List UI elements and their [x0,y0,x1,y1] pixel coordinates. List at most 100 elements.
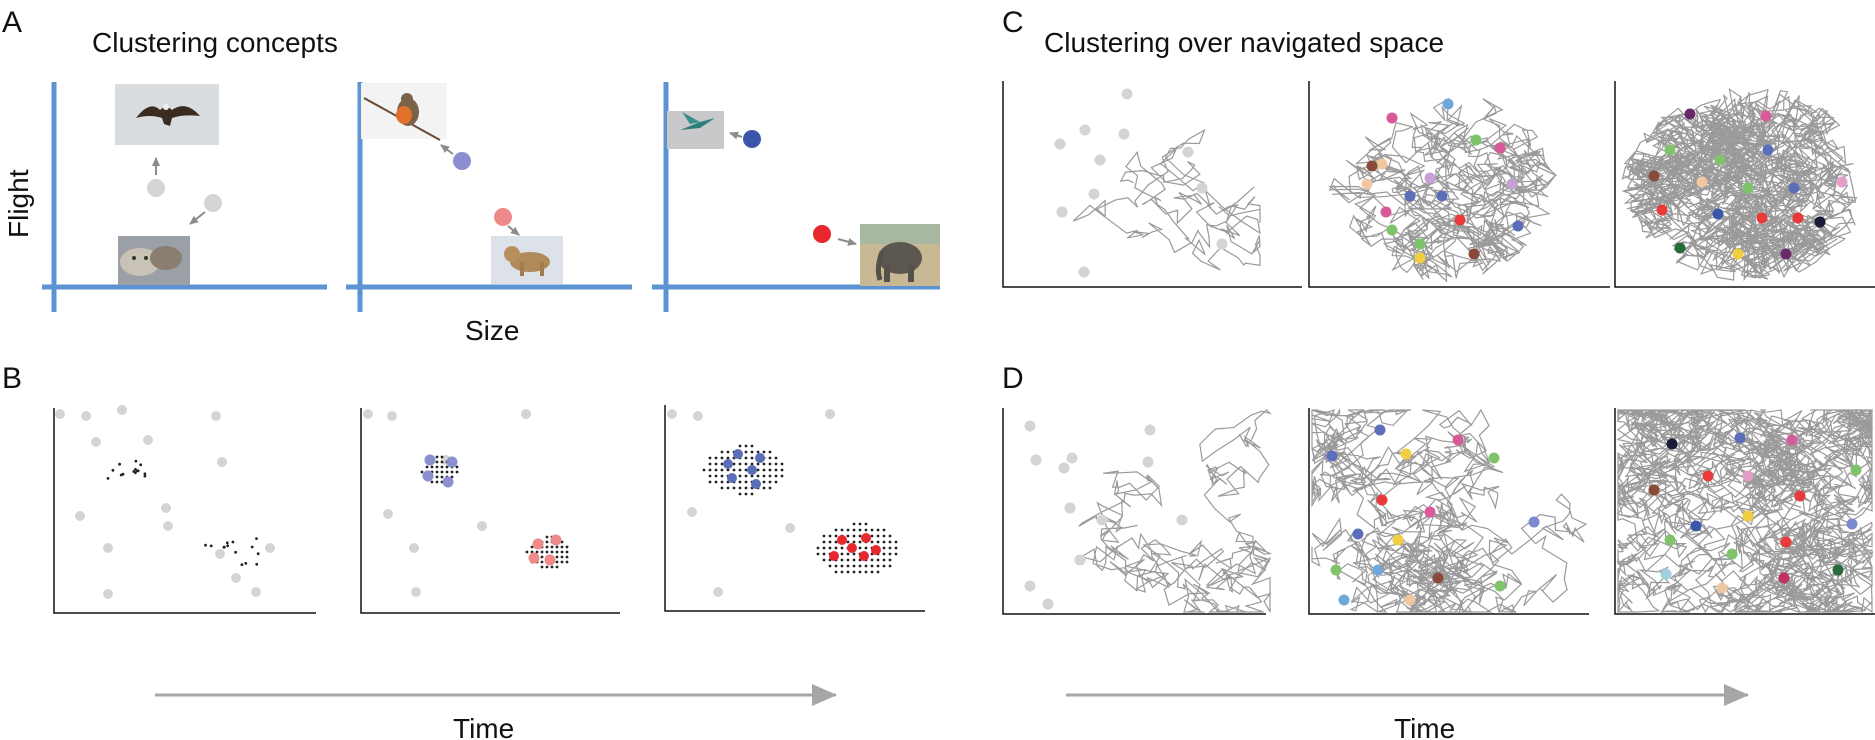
sample-point [708,480,712,484]
sample-point [846,540,850,544]
sample-point [774,480,778,484]
trajectory [1078,409,1273,613]
cluster-dot [1066,452,1078,464]
cluster-dot [1404,190,1416,202]
cluster-dot [1488,452,1500,464]
cluster-dot [1054,138,1066,150]
panel-c-axes [1002,81,1875,288]
sample-point [876,570,880,574]
sample-point [132,470,136,473]
sample-point [768,486,772,490]
sample-point [888,564,892,568]
sample-point [560,560,564,564]
panel-letter-b: B [2,362,22,395]
grey-dot [81,411,91,421]
sample-point [864,528,868,532]
sample-point [440,475,444,479]
sample-point [430,465,434,469]
sample-point [738,492,742,496]
cluster-dot [1780,536,1792,548]
sample-point [738,444,742,448]
cluster-dot [1836,176,1848,188]
sample-point [870,558,874,562]
trajectory-line [1327,97,1557,283]
sample-point [738,480,742,484]
grey-dot [117,405,127,415]
sample-point [822,558,826,562]
sample-point [530,545,534,549]
sample-point [840,528,844,532]
cluster-dot [1778,572,1790,584]
sample-point [555,550,559,554]
sample-point [822,552,826,556]
sample-point [738,468,742,472]
sample-point [255,537,258,540]
sample-point [550,565,554,569]
cluster-blue-dot [743,130,761,148]
cluster-dot [1528,516,1540,528]
panel-a: A Clustering concepts Flight Size [2,6,940,346]
sample-point [870,570,874,574]
cluster-dot [1176,514,1188,526]
cluster-dot [1656,204,1668,216]
cluster-dot [1664,144,1676,156]
cluster-dot [1660,568,1672,580]
sample-point [136,469,140,473]
sample-point [774,474,778,478]
sample-point [840,570,844,574]
grey-dot [521,409,531,419]
grey-dot [211,411,221,421]
sample-point [250,545,254,549]
sample-point [834,534,838,538]
cluster-dot [1512,220,1524,232]
sample-point [445,465,449,469]
sample-point [732,486,736,490]
sample-point [555,555,559,559]
sample-point [870,534,874,538]
sample-point [744,444,748,448]
sample-point [894,540,898,544]
grey-dot [693,411,703,421]
cluster-red-dot [829,551,839,561]
sample-point [121,472,125,476]
grey-dot [215,549,225,559]
sample-point [882,564,886,568]
cluster-dot [1506,178,1518,190]
sample-point [768,474,772,478]
panel-c-title: Clustering over navigated space [1044,27,1444,58]
sample-point [555,545,559,549]
sample-point [209,544,213,548]
sample-point [440,460,444,464]
sample-point [780,468,784,472]
panel-a-title: Clustering concepts [92,27,338,58]
cluster-dot [1436,190,1448,202]
sample-point [756,468,760,472]
cluster-dot [1330,564,1342,576]
sample-point [846,558,850,562]
sample-point [720,456,724,460]
sample-point [244,561,248,565]
sample-point [732,462,736,466]
grey-dot [713,587,723,597]
cluster-dot [1074,554,1086,566]
sample-point [240,563,244,567]
sample-point [106,477,110,480]
sample-point [134,459,138,463]
trajectory-line [1621,88,1858,282]
grey-dot [477,521,487,531]
grey-dot [163,521,173,531]
sample-point [744,480,748,484]
sample-point [550,550,554,554]
sample-point [840,552,844,556]
sample-point [780,462,784,466]
sample-point [143,474,147,478]
grey-dot [409,543,419,553]
sample-point [560,555,564,559]
sample-point [858,540,862,544]
grey-dot [55,409,65,419]
grey-dot [147,179,165,197]
trajectory-line [1311,408,1588,615]
cluster-dot [1494,580,1506,592]
sample-point [726,486,730,490]
grey-dot [363,409,373,419]
